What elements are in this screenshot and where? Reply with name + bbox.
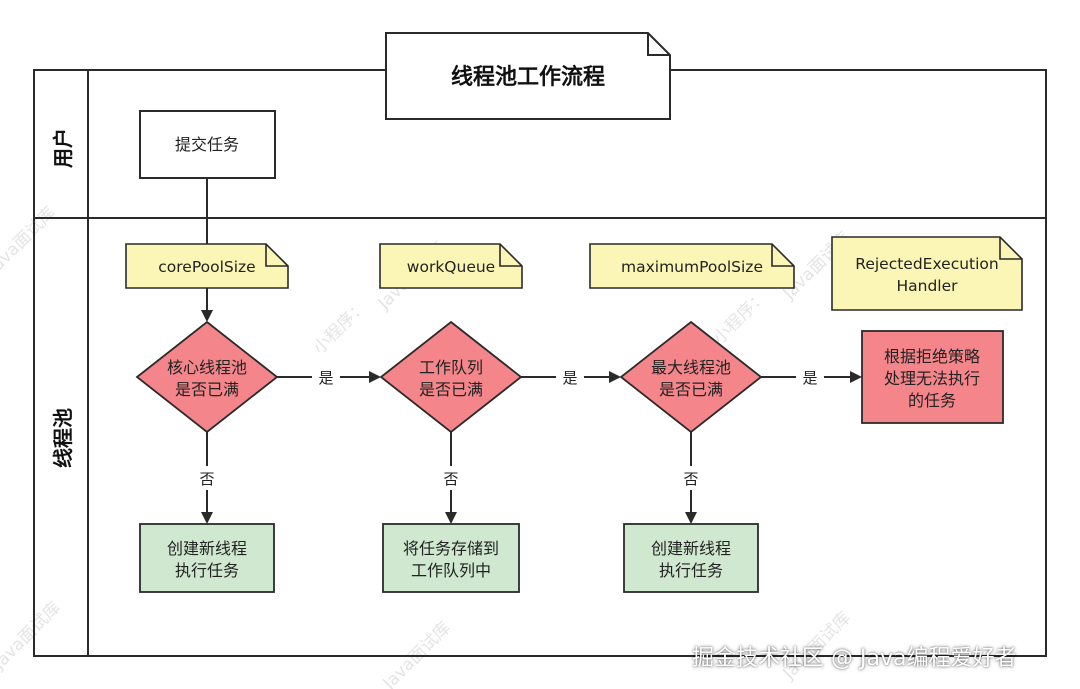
decision-queue-line1: 工作队列 [419, 358, 483, 377]
title-note: 线程池工作流程 [385, 32, 671, 120]
watermark: Java面试库 [0, 598, 65, 674]
decision-max-pool: 最大线程池 是否已满 [619, 320, 763, 434]
note-core-pool-size-text: corePoolSize [158, 258, 255, 276]
action-create-max-thread: 创建新线程 执行任务 [623, 523, 759, 593]
decision-max-line2: 是否已满 [659, 380, 723, 399]
decision-queue-line2: 是否已满 [419, 380, 483, 399]
edge-label-no: 否 [443, 470, 458, 488]
edge-label-yes: 是 [318, 369, 333, 387]
edge-label-yes: 是 [802, 369, 817, 387]
action-queue-line1: 将任务存储到 [403, 539, 499, 558]
note-core-pool-size: corePoolSize [125, 243, 289, 289]
action-max-line1: 创建新线程 [651, 539, 731, 558]
decision-work-queue: 工作队列 是否已满 [379, 320, 523, 434]
reject-line3: 的任务 [908, 391, 956, 410]
edge-label-yes: 是 [562, 369, 577, 387]
reject-node: 根据拒绝策略 处理无法执行 的任务 [861, 330, 1004, 424]
note-work-queue: workQueue [379, 243, 523, 289]
decision-core-line1: 核心线程池 [167, 358, 247, 377]
credit-watermark: 掘金技术社区 @ Java编程爱好者 [692, 646, 1017, 671]
action-enqueue-task: 将任务存储到 工作队列中 [382, 523, 520, 593]
note-handler-line1: RejectedExecution [855, 255, 999, 273]
reject-line1: 根据拒绝策略 [884, 347, 980, 366]
reject-line2: 处理无法执行 [884, 369, 980, 388]
submit-task-node [139, 110, 276, 179]
lane-label-pool: 线程池 [51, 408, 75, 468]
edge-label-no: 否 [683, 470, 698, 488]
decision-max-line1: 最大线程池 [651, 358, 731, 377]
decision-core-pool: 核心线程池 是否已满 [135, 320, 279, 434]
action-core-line1: 创建新线程 [167, 539, 247, 558]
watermark: Java面试库 [379, 618, 455, 689]
lane-label-user: 用户 [51, 128, 75, 168]
action-max-line2: 执行任务 [659, 561, 723, 580]
no-edges [201, 432, 697, 524]
note-rejected-execution-handler: RejectedExecution Handler [831, 236, 1023, 311]
note-maximum-pool-size: maximumPoolSize [589, 243, 795, 289]
note-work-queue-text: workQueue [407, 258, 495, 276]
action-queue-line2: 工作队列中 [411, 561, 491, 580]
note-maximum-pool-size-text: maximumPoolSize [621, 258, 763, 276]
decision-core-line2: 是否已满 [175, 380, 239, 399]
watermark-small: 小程序： [309, 296, 371, 358]
note-handler-line2: Handler [896, 277, 958, 295]
submit-task-label: 提交任务 [175, 135, 239, 154]
watermark-small: 小程序： [709, 286, 771, 348]
watermark: Java面试库 [0, 203, 60, 279]
action-core-line2: 执行任务 [175, 561, 239, 580]
diagram-title: 线程池工作流程 [451, 64, 605, 90]
action-create-core-thread: 创建新线程 执行任务 [139, 523, 275, 593]
edge-label-no: 否 [199, 470, 214, 488]
